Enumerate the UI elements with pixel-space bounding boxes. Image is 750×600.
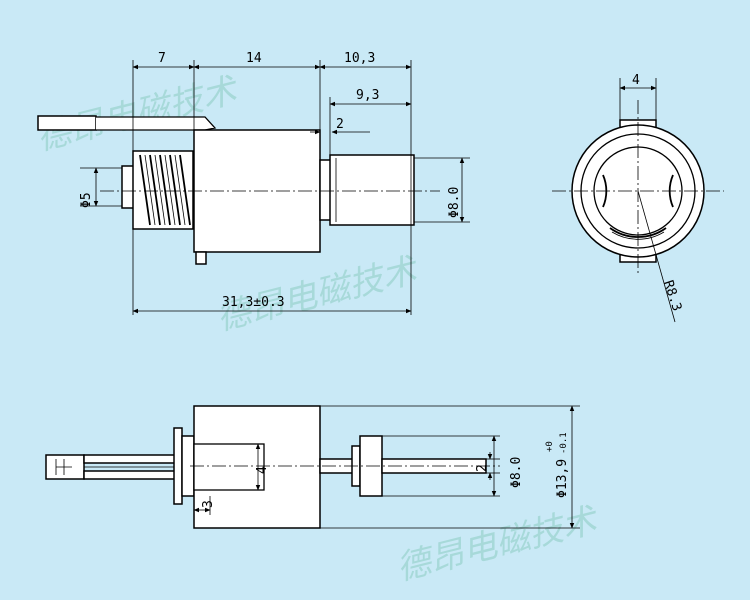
body-tab xyxy=(195,251,207,265)
lead-wire-terminal xyxy=(37,115,97,131)
dim-label-gap-2: 2 xyxy=(336,117,344,132)
dim-label-total-length: 31,3±0.3 xyxy=(222,295,285,310)
dim-label-bottom-2: 2 xyxy=(475,464,490,472)
mounting-plate xyxy=(173,427,183,505)
dim-label-bottom-4: 4 xyxy=(255,466,270,474)
end-view: 4 R8.3 xyxy=(552,73,724,323)
dim-label-dia-5: Φ5 xyxy=(79,192,94,208)
side-view-top: 7 14 10,3 9,3 2 31,3±0.3 Φ5 Φ8.0 xyxy=(37,51,470,315)
dim-label-tolerance-lower: -0.1 xyxy=(559,432,569,454)
return-spring xyxy=(132,150,194,230)
lead-wire xyxy=(96,116,217,131)
dim-label-radius-8-3: R8.3 xyxy=(660,279,684,313)
watermark-text-3: 德昂电磁技术 xyxy=(393,500,604,589)
dim-label-bottom-dia-8: Φ8.0 xyxy=(509,457,524,488)
dim-label-dia-8: Φ8.0 xyxy=(447,187,462,218)
plunger-right xyxy=(329,154,415,226)
dim-label-bottom-3: 3 xyxy=(201,500,216,508)
dim-label-bottom-dia-13-9: Φ13,9 xyxy=(555,459,570,498)
dim-label-end-width-4: 4 xyxy=(632,73,640,88)
dim-label-tolerance-upper: +0 xyxy=(545,441,555,452)
dim-label-10-3: 10,3 xyxy=(344,51,375,66)
dim-label-7: 7 xyxy=(158,51,166,66)
dim-label-9-3: 9,3 xyxy=(356,88,379,103)
inner-core xyxy=(193,443,265,491)
radius-leader xyxy=(637,190,676,323)
bottom-view: 4 2 Φ8.0 Φ13,9 +0 -0.1 3 xyxy=(45,405,580,529)
dim-label-14: 14 xyxy=(246,51,262,66)
